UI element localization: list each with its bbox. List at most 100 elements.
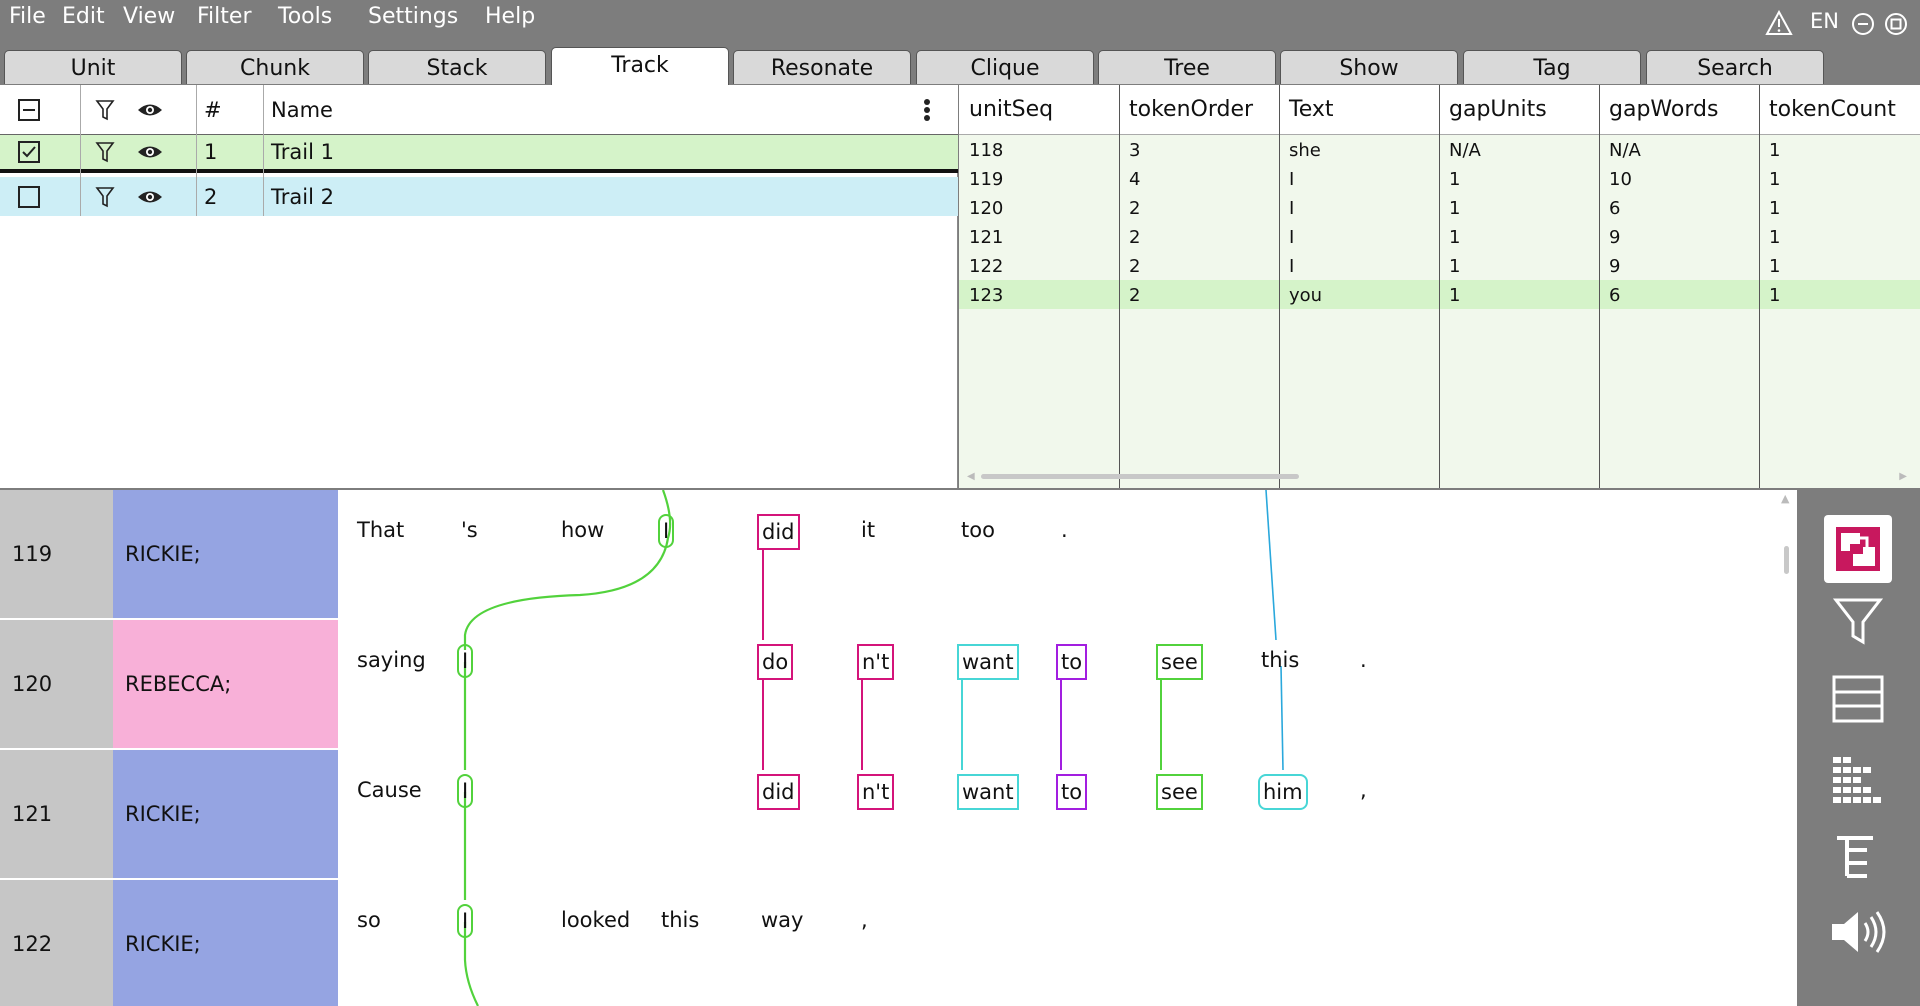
layout-icon[interactable] [1824,665,1892,733]
filter-icon[interactable] [95,85,115,134]
speaker-label[interactable]: REBECCA; [113,620,338,750]
word-token[interactable]: Cause [357,778,422,802]
table-cell[interactable]: 6 [1609,285,1621,306]
table-cell[interactable]: 1 [1769,198,1781,219]
table-cell[interactable]: 1 [1449,169,1461,190]
tab-tree[interactable]: Tree [1098,50,1276,84]
menu-edit[interactable]: Edit [62,4,105,29]
table-cell[interactable]: 1 [1769,227,1781,248]
table-cell[interactable]: 1 [1769,169,1781,190]
table-cell[interactable]: I [1289,227,1295,248]
table-cell[interactable]: N/A [1609,140,1641,161]
table-cell[interactable]: 1 [1449,227,1461,248]
column-gapunits[interactable]: gapUnits [1439,85,1599,135]
chained-word-token[interactable]: do [757,644,794,680]
word-token[interactable]: it [861,518,876,542]
word-token[interactable]: saying [357,648,426,672]
chained-word-token[interactable]: him [1258,774,1308,810]
track-row[interactable]: 1 Trail 1 [0,135,958,173]
chained-word-token[interactable]: I [457,774,474,808]
tree-icon[interactable] [1824,823,1892,891]
word-token[interactable]: , [861,908,868,932]
table-cell[interactable]: 119 [969,169,1004,190]
scrollbar-thumb[interactable] [981,474,1299,479]
chained-word-token[interactable]: n't [857,644,895,680]
word-token[interactable]: too [961,518,995,542]
table-cell[interactable]: 2 [1129,198,1141,219]
row-checkbox[interactable] [18,177,40,216]
tab-resonate[interactable]: Resonate [733,50,911,84]
word-token[interactable]: how [561,518,605,542]
table-cell[interactable]: 1 [1769,285,1781,306]
chained-word-token[interactable]: did [757,514,800,550]
table-cell[interactable]: 3 [1129,140,1141,161]
word-token[interactable]: . [1061,518,1068,542]
row-eye-icon[interactable] [137,177,163,216]
table-cell[interactable]: I [1289,169,1295,190]
table-cell[interactable]: 121 [969,227,1004,248]
grid-icon[interactable] [1824,745,1892,813]
table-cell[interactable]: you [1289,285,1323,306]
table-cell[interactable]: 1 [1449,285,1461,306]
word-token[interactable]: . [1360,648,1367,672]
table-cell[interactable]: 1 [1769,256,1781,277]
speaker-label[interactable]: RICKIE; [113,490,338,620]
menu-tools[interactable]: Tools [278,4,333,29]
table-cell[interactable]: 2 [1129,285,1141,306]
speaker-label-partial[interactable] [113,980,338,1006]
menu-help[interactable]: Help [485,4,536,29]
rezonator-logo-icon[interactable] [1824,515,1892,583]
table-cell[interactable]: 2 [1129,227,1141,248]
word-token[interactable]: way [761,908,804,932]
speaker-label[interactable]: RICKIE; [113,750,338,880]
chained-word-token[interactable]: want [957,774,1019,810]
menu-view[interactable]: View [123,4,176,29]
column-tokenorder[interactable]: tokenOrder [1119,85,1279,135]
table-cell[interactable]: N/A [1449,140,1481,161]
track-row[interactable]: 2 Trail 2 [0,177,958,216]
chained-word-token[interactable]: I [457,644,474,678]
chained-word-token[interactable]: see [1156,644,1203,680]
word-token[interactable]: this [1261,648,1300,672]
menu-file[interactable]: File [9,4,46,29]
table-cell[interactable]: she [1289,140,1321,161]
column-text[interactable]: Text [1279,85,1439,135]
tab-track[interactable]: Track [551,47,729,85]
word-token[interactable]: , [1360,778,1367,802]
row-eye-icon[interactable] [137,135,163,169]
chained-word-token[interactable]: want [957,644,1019,680]
table-cell[interactable]: 9 [1609,227,1621,248]
word-token[interactable]: looked [561,908,631,932]
chained-word-token[interactable]: I [658,514,675,548]
table-cell[interactable]: 4 [1129,169,1141,190]
table-cell[interactable]: I [1289,198,1295,219]
word-token[interactable]: this [661,908,700,932]
row-filter-icon[interactable] [95,135,115,169]
word-token[interactable]: That [357,518,405,542]
chained-word-token[interactable]: to [1056,774,1088,810]
scrollbar-thumb[interactable] [1784,546,1789,574]
row-checkbox[interactable] [18,135,40,169]
tab-chunk[interactable]: Chunk [186,50,364,84]
table-cell[interactable]: I [1289,256,1295,277]
table-cell[interactable]: 9 [1609,256,1621,277]
table-cell[interactable]: 123 [969,285,1004,306]
column-tokencount[interactable]: tokenCount [1759,85,1920,135]
warning-icon[interactable] [1765,10,1793,36]
chained-word-token[interactable]: see [1156,774,1203,810]
restore-icon[interactable] [1884,12,1908,36]
table-cell[interactable]: 1 [1769,140,1781,161]
tab-unit[interactable]: Unit [4,50,182,84]
tab-stack[interactable]: Stack [368,50,546,84]
table-cell[interactable]: 122 [969,256,1004,277]
word-token[interactable]: so [357,908,381,932]
column-unitseq[interactable]: unitSeq [959,85,1119,135]
column-name[interactable]: Name [271,97,333,122]
table-cell[interactable]: 118 [969,140,1004,161]
tab-show[interactable]: Show [1280,50,1458,84]
chained-word-token[interactable]: I [457,904,474,938]
more-options-icon[interactable] [923,85,931,134]
table-cell[interactable]: 120 [969,198,1004,219]
table-cell[interactable]: 1 [1449,198,1461,219]
filter-icon[interactable] [1824,588,1892,656]
